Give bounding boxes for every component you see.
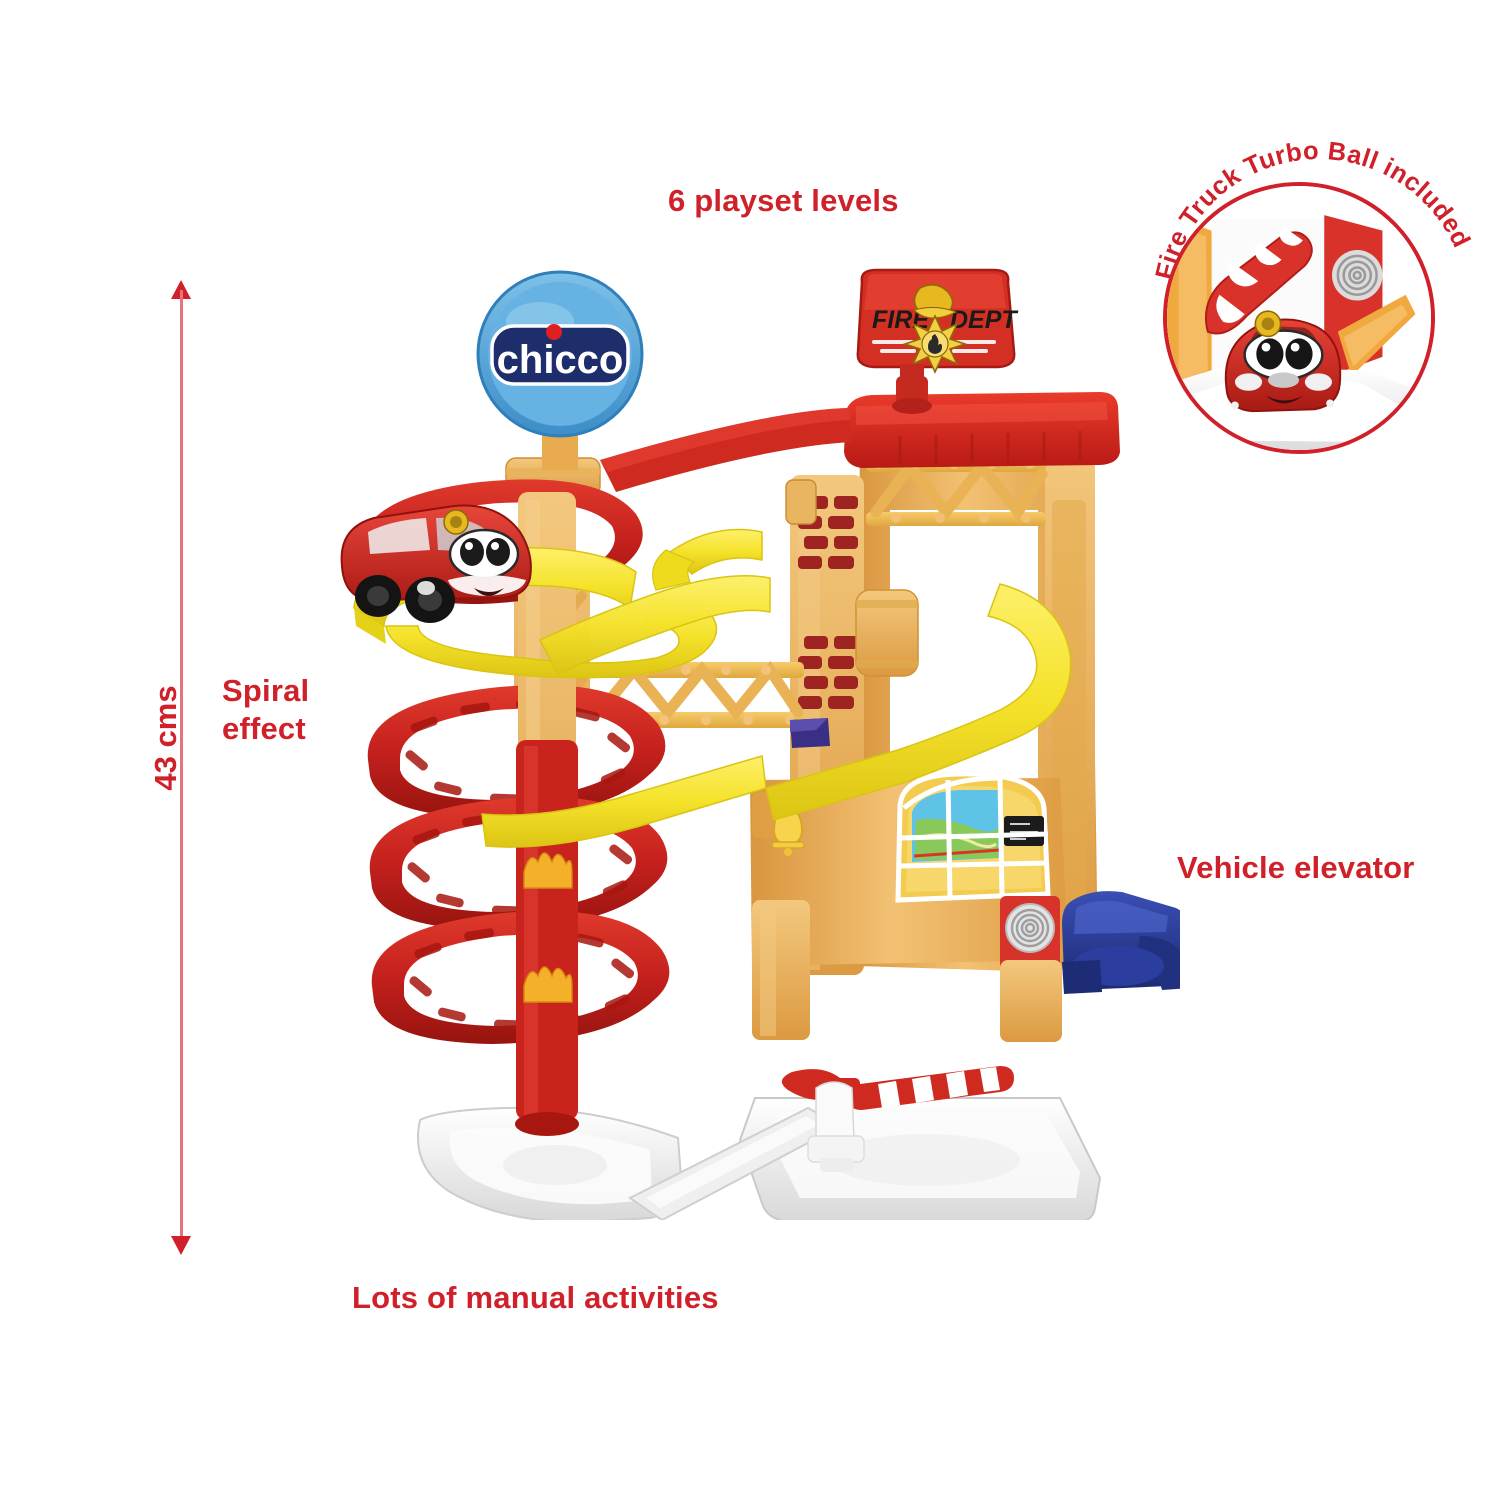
vehicle-elevator xyxy=(1062,891,1180,994)
annotation-playset-levels: 6 playset levels xyxy=(668,183,899,218)
red-roof xyxy=(600,392,1120,492)
inset-circle-frame xyxy=(1163,182,1435,454)
chicco-sign: chicco xyxy=(476,270,644,470)
annotation-manual-activities: Lots of manual activities xyxy=(352,1280,719,1315)
arrow-down-icon xyxy=(171,1236,191,1255)
annotation-spiral-effect: Spiral effect xyxy=(222,673,310,746)
brick-decal xyxy=(798,496,858,709)
striped-ramp-flap xyxy=(1204,226,1313,335)
arrow-up-icon xyxy=(171,280,191,299)
dimension-label: 43 cms xyxy=(148,685,183,791)
inset-fire-truck-car xyxy=(1224,310,1342,413)
dimension-indicator: 43 cms xyxy=(148,280,230,1255)
fire-hydrant xyxy=(807,1081,865,1172)
svg-text:DEPT: DEPT xyxy=(950,306,1019,334)
hose-reel xyxy=(1000,896,1060,980)
fire-station-playset-illustration: FIRE DEPT xyxy=(340,268,1180,1220)
flame-decals xyxy=(523,852,573,1003)
station-lower-facade xyxy=(750,771,1068,1042)
yellow-spiral-track xyxy=(353,528,1072,848)
hose-drum xyxy=(855,589,919,677)
red-fire-truck-car xyxy=(340,504,532,623)
fire-dept-sign: FIRE DEPT xyxy=(856,268,1019,414)
svg-text:chicco: chicco xyxy=(497,338,624,382)
dimension-line xyxy=(180,290,183,1245)
turbo-ball-inset-badge: Fire Truck Turbo Ball included xyxy=(1150,137,1475,454)
arched-map-window xyxy=(895,771,1051,903)
inset-closeup-photo xyxy=(1167,186,1431,450)
annotation-vehicle-elevator: Vehicle elevator xyxy=(1177,850,1415,885)
white-base-platform-left xyxy=(417,1106,684,1220)
